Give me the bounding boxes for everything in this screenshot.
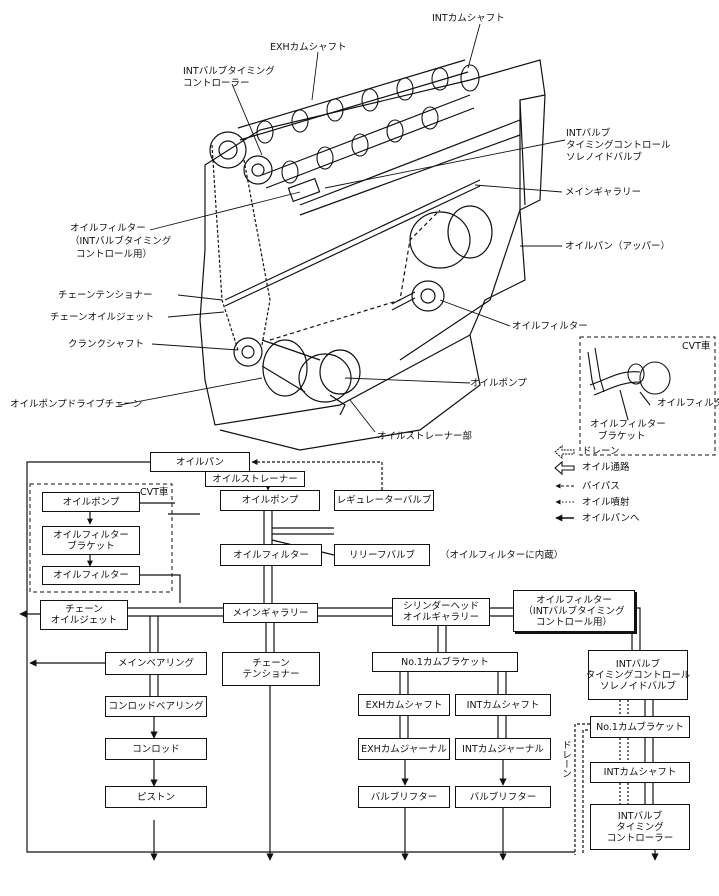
flow-int-solenoid-line3: ソレノイドバルブ bbox=[599, 680, 676, 692]
label-chain-tensioner: チェーンテンショナー bbox=[58, 290, 153, 301]
flow-main-gallery: メインギャラリー bbox=[223, 603, 318, 623]
flow-head-gallery-line1: シリンダーヘッド bbox=[402, 601, 479, 612]
label-cvt-inset-title: CVT車 bbox=[682, 341, 711, 352]
flow-conrod-bearing: コンロッドベアリング bbox=[105, 696, 207, 717]
label-int-camshaft: INTカムシャフト bbox=[432, 13, 505, 24]
flow-cvt-oil-filter: オイルフィルター bbox=[42, 566, 140, 585]
flow-int-oil-filter: オイルフィルター （INTバルブタイミング コントロール用） bbox=[513, 590, 635, 632]
flow-head-gallery-line2: オイルギャラリー bbox=[402, 612, 479, 623]
flow-int-camshaft-right: INTカムシャフト bbox=[590, 762, 690, 783]
cvt-inset bbox=[579, 336, 716, 456]
flow-int-camshaft: INTカムシャフト bbox=[455, 694, 551, 716]
flow-head-gallery: シリンダーヘッド オイルギャラリー bbox=[392, 598, 490, 626]
flow-oil-strainer: オイルストレーナー bbox=[205, 471, 305, 487]
flow-exh-camshaft: EXHカムシャフト bbox=[358, 694, 450, 716]
legend-to-oil-pan: オイルパンへ bbox=[582, 513, 640, 524]
label-oil-pump-drive-chain: オイルポンプドライブチェーン bbox=[10, 399, 143, 410]
label-oil-filter-int-2: （INTバルブタイミング bbox=[70, 236, 172, 247]
label-oil-filter: オイルフィルター bbox=[512, 321, 588, 332]
label-cvt-bracket-1: オイルフィルター bbox=[590, 419, 666, 430]
flow-cvt-bracket: オイルフィルター ブラケット bbox=[42, 526, 140, 555]
flow-oil-filter: オイルフィルター bbox=[220, 544, 322, 566]
label-int-vt-controller-2: コントローラー bbox=[183, 78, 250, 89]
flow-int-cam-journal: INTカムジャーナル bbox=[455, 738, 551, 760]
label-oil-strainer: オイルストレーナー部 bbox=[377, 431, 473, 442]
label-crankshaft: クランクシャフト bbox=[68, 339, 145, 350]
flow-valve-lifter-exh: バルブリフター bbox=[358, 786, 450, 808]
label-int-solenoid-1: INTバルブ bbox=[566, 128, 611, 139]
flow-int-vt-controller: INTバルブ タイミング コントローラー bbox=[590, 804, 690, 850]
flow-regulator-valve: レギュレーターバルブ bbox=[334, 490, 434, 511]
flow-piston: ピストン bbox=[105, 786, 207, 808]
label-exh-camshaft: EXHカムシャフト bbox=[270, 42, 347, 53]
label-int-solenoid-3: ソレノイドバルブ bbox=[566, 152, 643, 163]
flow-int-oil-filter-line1: オイルフィルター bbox=[536, 594, 612, 606]
flow-oil-pump: オイルポンプ bbox=[220, 490, 320, 511]
flow-int-vt-controller-line3: コントローラー bbox=[606, 832, 674, 844]
flow-cvt-bracket-line1: オイルフィルター bbox=[53, 529, 129, 541]
flow-chain-tensioner: チェーン テンショナー bbox=[222, 652, 320, 686]
flow-cvt-title: CVT車 bbox=[140, 487, 169, 498]
flow-exh-cam-journal: EXHカムジャーナル bbox=[358, 738, 450, 760]
flow-no1-cam-bracket: No.1カムブラケット bbox=[372, 652, 518, 672]
flow-chain-oil-jet: チェーン オイルジェット bbox=[40, 600, 128, 630]
legend-oil-path: オイル通路 bbox=[582, 462, 630, 473]
flow-connectors bbox=[19, 459, 659, 861]
flow-chain-tensioner-line2: テンショナー bbox=[242, 669, 300, 680]
flow-cvt-oil-pump: オイルポンプ bbox=[42, 492, 140, 512]
flow-int-oil-filter-line3: コントロール用） bbox=[535, 616, 612, 628]
flow-int-oil-filter-line2: （INTバルブタイミング bbox=[523, 605, 625, 617]
flow-int-solenoid-line2: タイミングコントロール bbox=[585, 669, 691, 681]
legend-oil-jet: オイル噴射 bbox=[582, 497, 630, 508]
label-cvt-oil-filter: オイルフィルター bbox=[657, 398, 719, 409]
engine-drawing bbox=[199, 59, 546, 451]
flow-valve-lifter-int: バルブリフター bbox=[455, 786, 551, 808]
label-chain-oil-jet: チェーンオイルジェット bbox=[50, 312, 155, 323]
flow-int-vt-controller-line2: タイミング bbox=[616, 821, 664, 833]
flow-cvt-bracket-line2: ブラケット bbox=[67, 540, 115, 552]
legend-drain: ドレーン bbox=[582, 446, 620, 457]
flow-int-vt-controller-line1: INTバルブ bbox=[617, 810, 663, 822]
label-int-vt-controller-1: INTバルブタイミング bbox=[183, 66, 275, 77]
flow-chain-oil-jet-line1: チェーン bbox=[65, 604, 103, 615]
label-oil-filter-int-3: コントロール用） bbox=[76, 249, 153, 260]
label-main-gallery: メインギャラリー bbox=[565, 187, 642, 198]
flow-drain-vertical-label: ドレーン bbox=[560, 740, 571, 778]
label-oil-filter-int-1: オイルフィルター bbox=[70, 223, 146, 234]
label-int-solenoid-2: タイミングコントロール bbox=[566, 140, 671, 151]
label-oil-pump: オイルポンプ bbox=[470, 378, 527, 389]
flow-relief-note: （オイルフィルターに内蔵） bbox=[440, 550, 564, 561]
leader-lines bbox=[119, 23, 566, 433]
flow-int-solenoid-line1: INTバルブ bbox=[615, 658, 661, 670]
flow-int-solenoid: INTバルブ タイミングコントロール ソレノイドバルブ bbox=[585, 650, 691, 700]
flow-chain-oil-jet-line2: オイルジェット bbox=[50, 615, 118, 626]
flow-relief-valve: リリーフバルブ bbox=[334, 544, 430, 566]
flow-no1-cam-bracket-right: No.1カムブラケット bbox=[590, 716, 690, 738]
label-oil-pan-upper: オイルパン（アッパー） bbox=[565, 241, 670, 252]
flow-main-bearing: メインベアリング bbox=[105, 652, 207, 675]
flow-conrod: コンロッド bbox=[105, 738, 207, 760]
flow-oil-pan: オイルパン bbox=[150, 452, 250, 472]
label-cvt-bracket-2: ブラケット bbox=[598, 431, 646, 442]
legend-bypass: バイパス bbox=[582, 481, 620, 492]
legend-symbols bbox=[554, 444, 575, 522]
flow-chain-tensioner-line1: チェーン bbox=[252, 658, 290, 669]
